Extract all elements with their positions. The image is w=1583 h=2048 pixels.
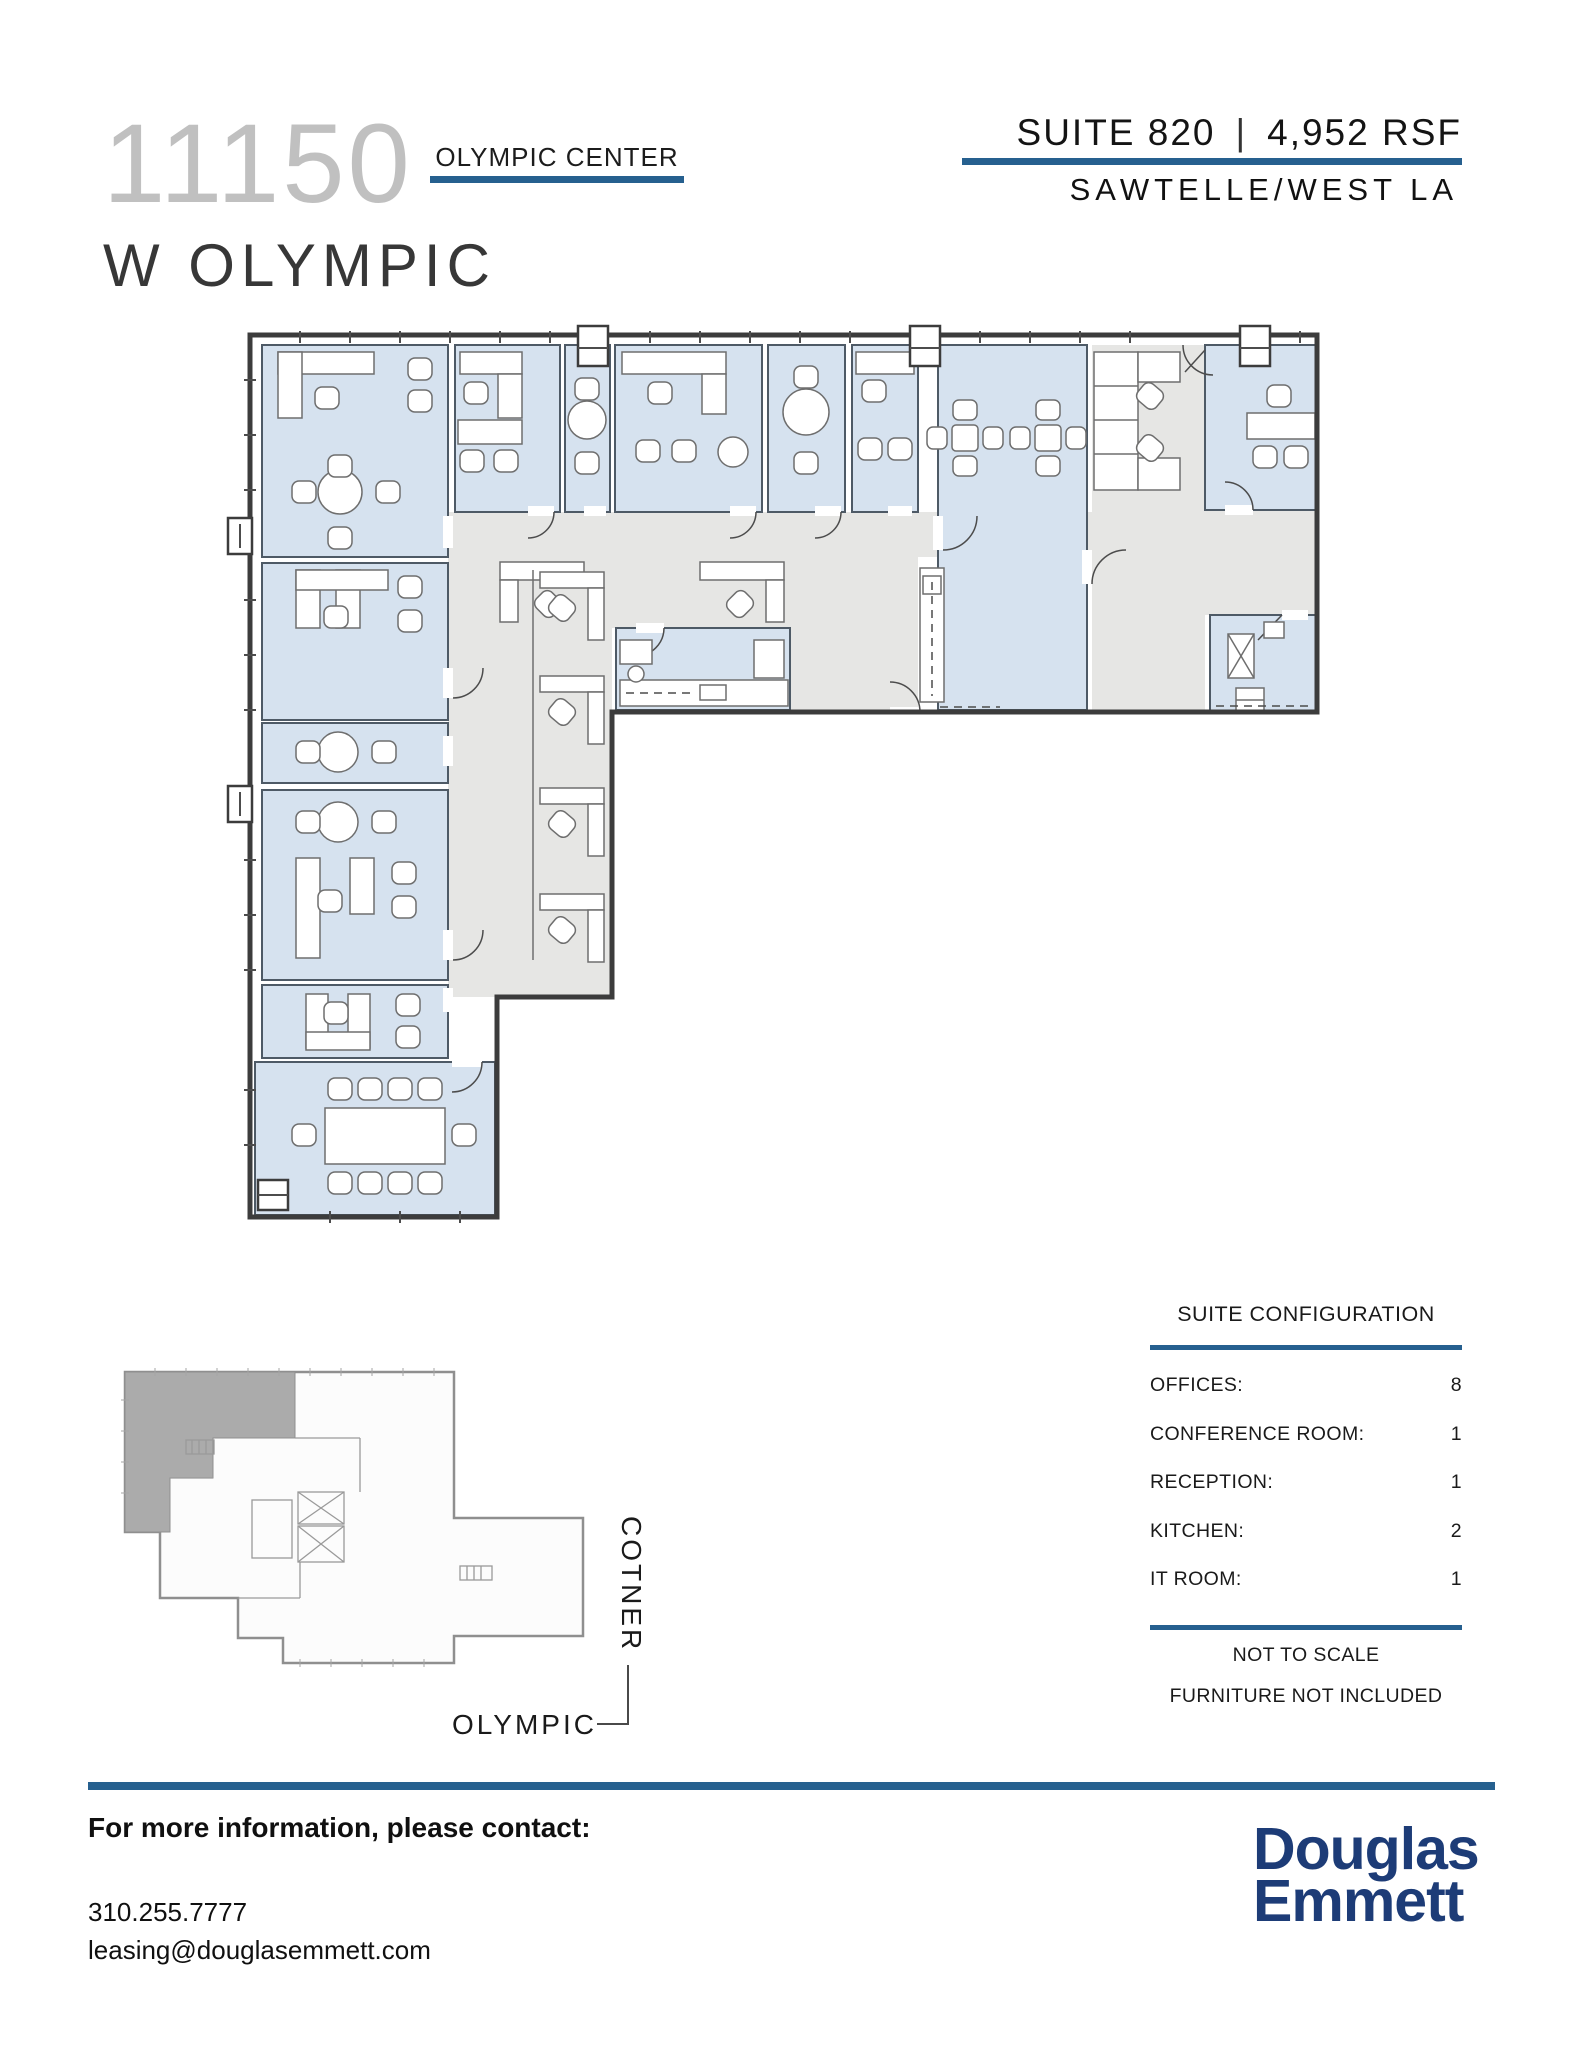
config-rule-top <box>1150 1345 1462 1350</box>
config-rows: OFFICES: 8 CONFERENCE ROOM: 1 RECEPTION:… <box>1150 1364 1462 1607</box>
config-row-reception: RECEPTION: 1 <box>1150 1471 1462 1493</box>
contact-email: leasing@douglasemmett.com <box>88 1935 431 1965</box>
furniture-lines <box>532 385 1314 960</box>
suite-configuration: SUITE CONFIGURATION OFFICES: 8 CONFERENC… <box>1150 1302 1462 1708</box>
contact-phone: 310.255.7777 <box>88 1897 248 1927</box>
window-ticks <box>244 331 1301 1223</box>
suite-boundary <box>247 332 1320 1220</box>
building-number: 11150 <box>103 101 413 226</box>
submarket-label: SAWTELLE/WEST LA <box>1069 172 1458 207</box>
key-plan-ticks <box>121 1368 435 1667</box>
door-gaps <box>443 330 1308 1067</box>
key-plan: COTNER OLYMPIC <box>121 1368 647 1740</box>
building-street: W OLYMPIC <box>103 232 496 299</box>
suite-headline-rule <box>962 158 1462 165</box>
suite-divider: | <box>1235 112 1248 153</box>
douglas-emmett-logo: Douglas Emmett <box>1253 1816 1480 1934</box>
floor-plan <box>226 324 1320 1223</box>
config-row-kitchen: KITCHEN: 2 <box>1150 1519 1462 1542</box>
config-rule-bottom <box>1150 1624 1462 1630</box>
center-name-rule <box>430 176 684 183</box>
contact-heading: For more information, please contact: <box>88 1812 591 1843</box>
config-row-offices: OFFICES: 8 <box>1150 1374 1462 1396</box>
suite-headline: SUITE 820 | 4,952 RSF <box>962 112 1462 154</box>
furniture <box>277 351 1316 1195</box>
structural-columns <box>226 324 1272 1212</box>
config-row-conference: CONFERENCE ROOM: 1 <box>1150 1422 1462 1445</box>
config-row-it: IT ROOM: 1 <box>1150 1568 1462 1590</box>
logo-line-1: Douglas <box>1253 1816 1480 1882</box>
suite-rsf: 4,952 RSF <box>1267 112 1462 153</box>
key-plan-core <box>170 1437 493 1599</box>
footer-rule <box>88 1782 1495 1790</box>
logo-line-2: Emmett <box>1253 1867 1464 1934</box>
olympic-pointer-line <box>597 1665 629 1725</box>
street-label-cotner: COTNER <box>616 1516 647 1652</box>
note-furniture: FURNITURE NOT INCLUDED <box>1169 1684 1443 1707</box>
note-not-to-scale: NOT TO SCALE <box>1232 1643 1380 1666</box>
key-plan-outline <box>123 1370 585 1665</box>
street-label-olympic: OLYMPIC <box>452 1709 597 1740</box>
config-notes: NOT TO SCALE FURNITURE NOT INCLUDED <box>1150 1644 1462 1708</box>
center-name: OLYMPIC CENTER <box>435 142 679 172</box>
config-title: SUITE CONFIGURATION <box>1177 1302 1435 1326</box>
suite-label: SUITE 820 <box>1016 112 1216 153</box>
